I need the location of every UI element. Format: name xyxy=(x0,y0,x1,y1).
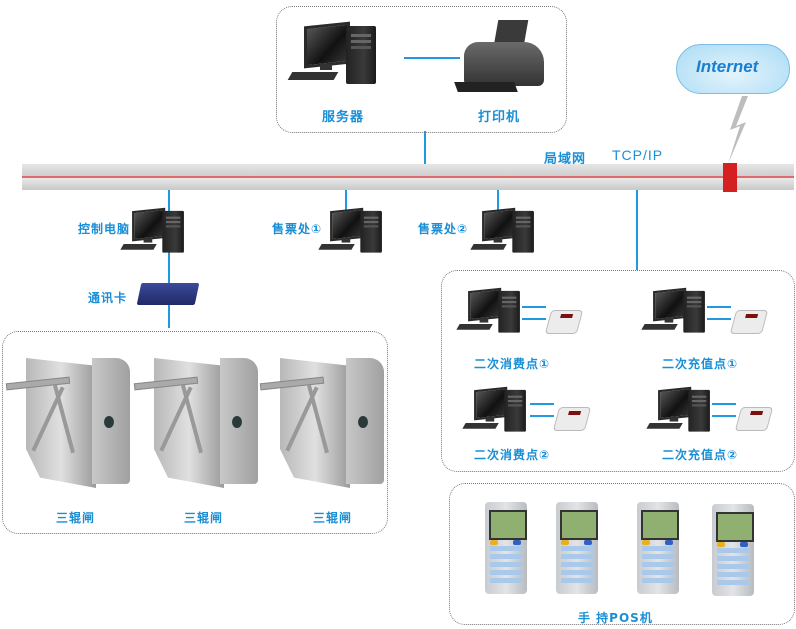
recharge-point-2-computer-icon xyxy=(646,386,713,437)
server-group-box xyxy=(276,6,567,133)
server-printer-link xyxy=(404,57,460,59)
turnstile-label: 三辊闸 xyxy=(313,511,353,525)
handheld-pos-icon xyxy=(556,502,598,594)
server-bus-link xyxy=(424,131,426,165)
printer-icon xyxy=(454,20,548,100)
turnstile-icon xyxy=(259,350,386,490)
card-reader-icon xyxy=(552,407,592,431)
comm-card-label: 通讯卡 xyxy=(88,291,128,305)
recharge-point-1-label: 二次充值点① xyxy=(662,357,739,371)
link-icon xyxy=(522,306,546,320)
pos-group-box xyxy=(449,483,795,625)
protocol-label: TCP/IP xyxy=(612,147,664,163)
firewall-icon xyxy=(723,163,737,192)
turnstile-icon xyxy=(5,350,132,490)
ticket-office-1-link xyxy=(345,190,347,212)
ticket-office-2-computer-icon xyxy=(470,207,537,258)
ticket-office-1-label: 售票处① xyxy=(272,222,323,236)
consume-point-2-label: 二次消费点② xyxy=(474,448,551,462)
internet-cloud-icon xyxy=(676,44,790,94)
server-computer-icon xyxy=(287,21,380,92)
control-pc-label: 控制电脑 xyxy=(78,222,131,236)
control-computer-icon xyxy=(120,207,187,258)
card-reader-icon xyxy=(729,310,769,334)
ticket-office-2-link xyxy=(497,190,499,212)
secondary-bus-link xyxy=(636,190,638,270)
comm-card-icon xyxy=(136,283,200,305)
handheld-pos-icon xyxy=(637,502,679,594)
link-icon xyxy=(712,403,736,417)
turnstile-icon xyxy=(133,350,260,490)
handheld-pos-icon xyxy=(485,502,527,594)
consume-point-1-label: 二次消费点① xyxy=(474,357,551,371)
printer-label: 打印机 xyxy=(478,110,521,125)
turnstile-label: 三辊闸 xyxy=(184,511,224,525)
internet-label: Internet xyxy=(696,57,759,76)
recharge-point-1-computer-icon xyxy=(641,287,708,338)
card-reader-icon xyxy=(734,407,774,431)
consume-point-2-computer-icon xyxy=(462,386,529,437)
link-icon xyxy=(707,306,731,320)
ticket-office-1-computer-icon xyxy=(318,207,385,258)
server-label: 服务器 xyxy=(322,110,365,125)
consume-point-1-computer-icon xyxy=(456,287,523,338)
handheld-pos-icon xyxy=(712,504,754,596)
pos-label: 手 持POS机 xyxy=(578,611,653,625)
card-reader-icon xyxy=(544,310,584,334)
recharge-point-2-label: 二次充值点② xyxy=(662,448,739,462)
lan-label: 局域网 xyxy=(544,152,587,167)
lan-bus-line xyxy=(22,176,794,178)
link-icon xyxy=(530,403,554,417)
ticket-office-2-label: 售票处② xyxy=(418,222,469,236)
secondary-points-box xyxy=(441,270,795,472)
turnstile-group-box xyxy=(2,331,388,534)
turnstile-label: 三辊闸 xyxy=(56,511,96,525)
lightning-bolt-icon xyxy=(728,96,748,164)
control-bus-link xyxy=(168,190,170,328)
